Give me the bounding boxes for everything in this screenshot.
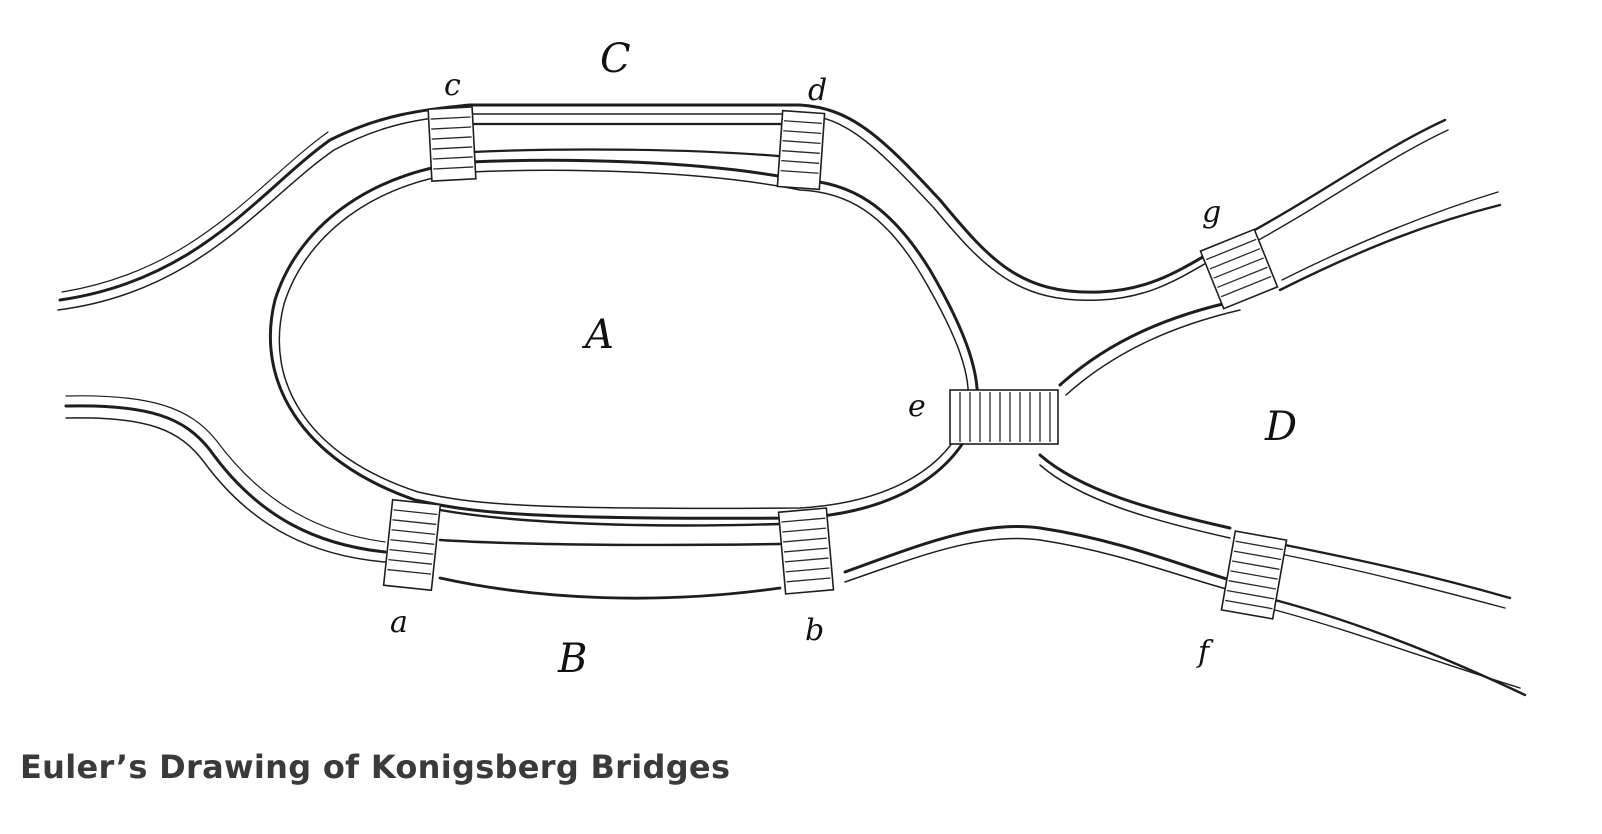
bridge-label-e: e <box>908 389 926 424</box>
bridge-f <box>1220 530 1288 620</box>
bridge-label-a: a <box>390 605 408 640</box>
bridge-label-c: c <box>444 68 461 103</box>
channel-c <box>470 122 802 160</box>
river-arm-lower <box>1038 453 1512 609</box>
channel-b <box>438 508 782 600</box>
river-bank-lower-left <box>64 395 387 563</box>
river-bank-lower <box>843 524 1527 697</box>
river-banks <box>57 103 1527 697</box>
island-a-outline <box>268 158 980 520</box>
bridge-label-b: b <box>805 613 824 648</box>
bridge-label-d: d <box>808 73 827 108</box>
bridge-b <box>777 507 835 595</box>
konigsberg-sketch: C A D B c d g e a b f <box>57 36 1527 697</box>
river-arm-upper <box>1058 118 1502 396</box>
region-label-c: C <box>600 36 631 82</box>
bridge-g <box>1199 228 1279 310</box>
bridge-d <box>776 109 826 191</box>
bridge-e <box>949 389 1059 445</box>
river-bank-upper <box>57 103 1217 311</box>
region-label-b: B <box>557 636 587 682</box>
bridge-label-g: g <box>1202 195 1221 230</box>
region-label-a: A <box>581 312 614 358</box>
region-label-d: D <box>1264 404 1297 450</box>
bridge-label-f: f <box>1196 635 1214 670</box>
labels: C A D B c d g e a b f <box>390 36 1297 682</box>
figure-caption: Euler’s Drawing of Konigsberg Bridges <box>20 748 731 786</box>
bridge-c <box>427 106 477 182</box>
bridge-a <box>382 498 442 592</box>
bridges <box>382 106 1288 620</box>
